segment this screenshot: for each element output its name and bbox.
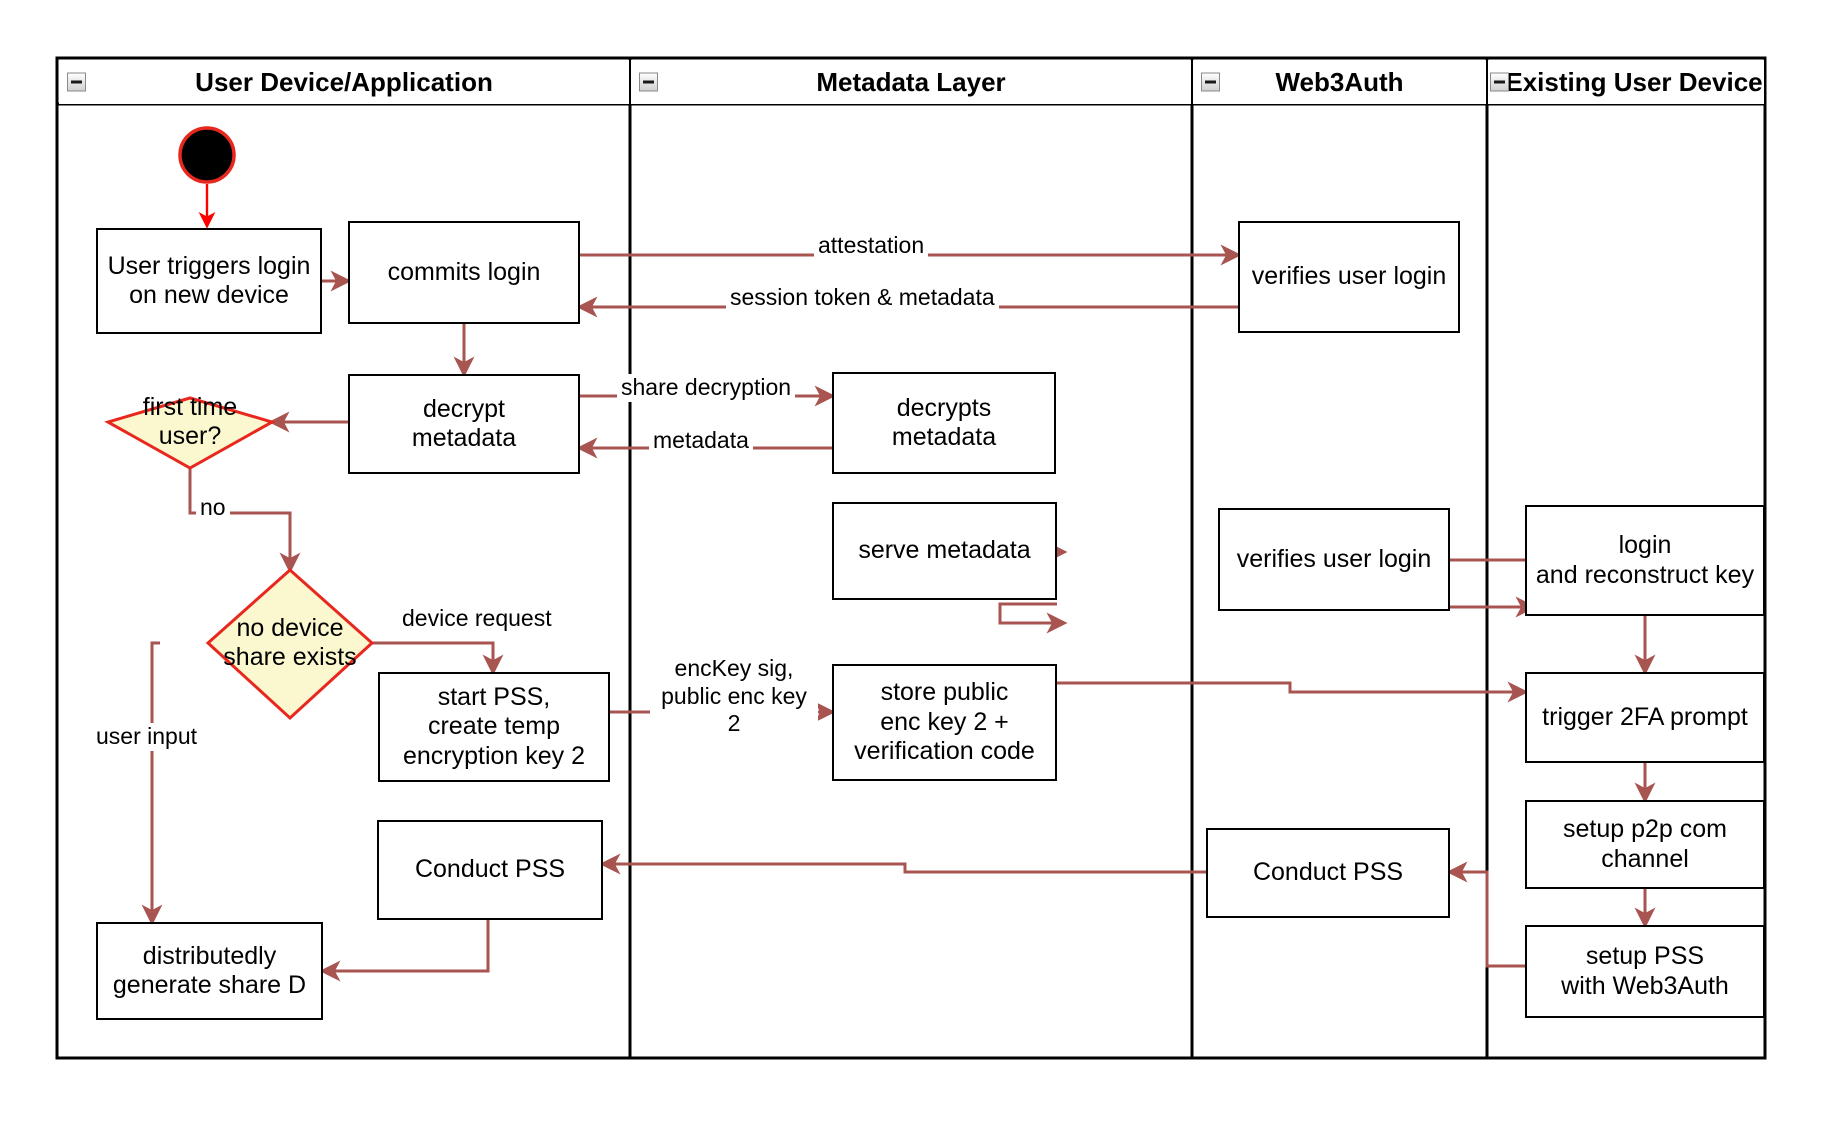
swimlane-label: User Device/Application bbox=[195, 66, 493, 97]
swimlane-header-user-device[interactable]: User Device/Application bbox=[59, 60, 629, 104]
edge-label-device-request: device request bbox=[398, 605, 556, 633]
edge-label-session-token-metadata: session token & metadata bbox=[726, 284, 999, 312]
edge-serve-metadata-to-verifies2 bbox=[998, 602, 1068, 634]
edge-no-device-share-user-input bbox=[141, 641, 163, 926]
edge-conduct-pss-web3auth-to-user bbox=[599, 853, 1206, 875]
node-start-pss-create-temp-key[interactable]: start PSS, create temp encryption key 2 bbox=[378, 672, 610, 782]
collapse-minus-icon[interactable] bbox=[67, 72, 86, 92]
start-node-shape bbox=[178, 126, 236, 184]
collapse-minus-icon[interactable] bbox=[639, 72, 658, 92]
node-verifies-user-login-2[interactable]: verifies user login bbox=[1218, 508, 1450, 611]
edge-no-device-share-to-start-pss bbox=[372, 641, 504, 676]
swimlane-label: Web3Auth bbox=[1275, 66, 1404, 97]
decision-no-device-share-shape bbox=[205, 567, 375, 721]
node-serve-metadata[interactable]: serve metadata bbox=[832, 502, 1057, 600]
collapse-minus-icon[interactable] bbox=[1490, 72, 1509, 92]
node-conduct-pss-user[interactable]: Conduct PSS bbox=[377, 820, 603, 920]
node-decrypts-metadata[interactable]: decrypts metadata bbox=[832, 372, 1056, 474]
node-setup-pss-with-web3auth[interactable]: setup PSS with Web3Auth bbox=[1525, 925, 1765, 1018]
swimlane-header-existing-device[interactable]: Existing User Device bbox=[1488, 60, 1764, 104]
swimlane-label: Metadata Layer bbox=[816, 66, 1006, 97]
edge-label-user-input: user input bbox=[92, 723, 202, 751]
swimlane-header-metadata[interactable]: Metadata Layer bbox=[631, 60, 1191, 104]
node-setup-p2p-com-channel[interactable]: setup p2p com channel bbox=[1525, 800, 1765, 889]
swimlane-header-web3auth[interactable]: Web3Auth bbox=[1193, 60, 1486, 104]
edge-label-metadata: metadata bbox=[649, 427, 753, 455]
edge-label-share-decryption: share decryption bbox=[617, 374, 796, 402]
node-login-and-reconstruct-key[interactable]: login and reconstruct key bbox=[1525, 505, 1765, 616]
node-commits-login[interactable]: commits login bbox=[348, 221, 580, 324]
node-verifies-user-login-1[interactable]: verifies user login bbox=[1238, 221, 1460, 333]
decision-shapes bbox=[104, 396, 375, 721]
node-trigger-2fa-prompt[interactable]: trigger 2FA prompt bbox=[1525, 672, 1765, 763]
edge-setup-pss-to-conduct-pss-web3auth bbox=[1446, 861, 1525, 968]
node-decrypt-metadata[interactable]: decrypt metadata bbox=[348, 374, 580, 474]
edge-first-time-user-no bbox=[188, 468, 301, 574]
edge-store-key-to-2fa bbox=[1057, 681, 1529, 703]
edge-label-attestation: attestation bbox=[814, 232, 929, 260]
node-user-triggers-login[interactable]: User triggers login on new device bbox=[96, 228, 322, 334]
node-distributedly-generate-share-d[interactable]: distributedly generate share D bbox=[96, 922, 323, 1020]
decision-first-time-user-shape bbox=[104, 396, 276, 470]
node-conduct-pss-web3auth[interactable]: Conduct PSS bbox=[1206, 828, 1450, 918]
edge-label-no: no bbox=[196, 494, 230, 522]
node-store-public-enc-key[interactable]: store public enc key 2 + verification co… bbox=[832, 664, 1057, 781]
edge-label-enckey-sig-public-enc-key-2: encKey sig, public enc key 2 bbox=[650, 655, 818, 738]
edge-conduct-pss-to-share-d bbox=[319, 920, 490, 982]
collapse-minus-icon[interactable] bbox=[1201, 72, 1220, 92]
swimlane-label: Existing User Device bbox=[1505, 66, 1763, 97]
